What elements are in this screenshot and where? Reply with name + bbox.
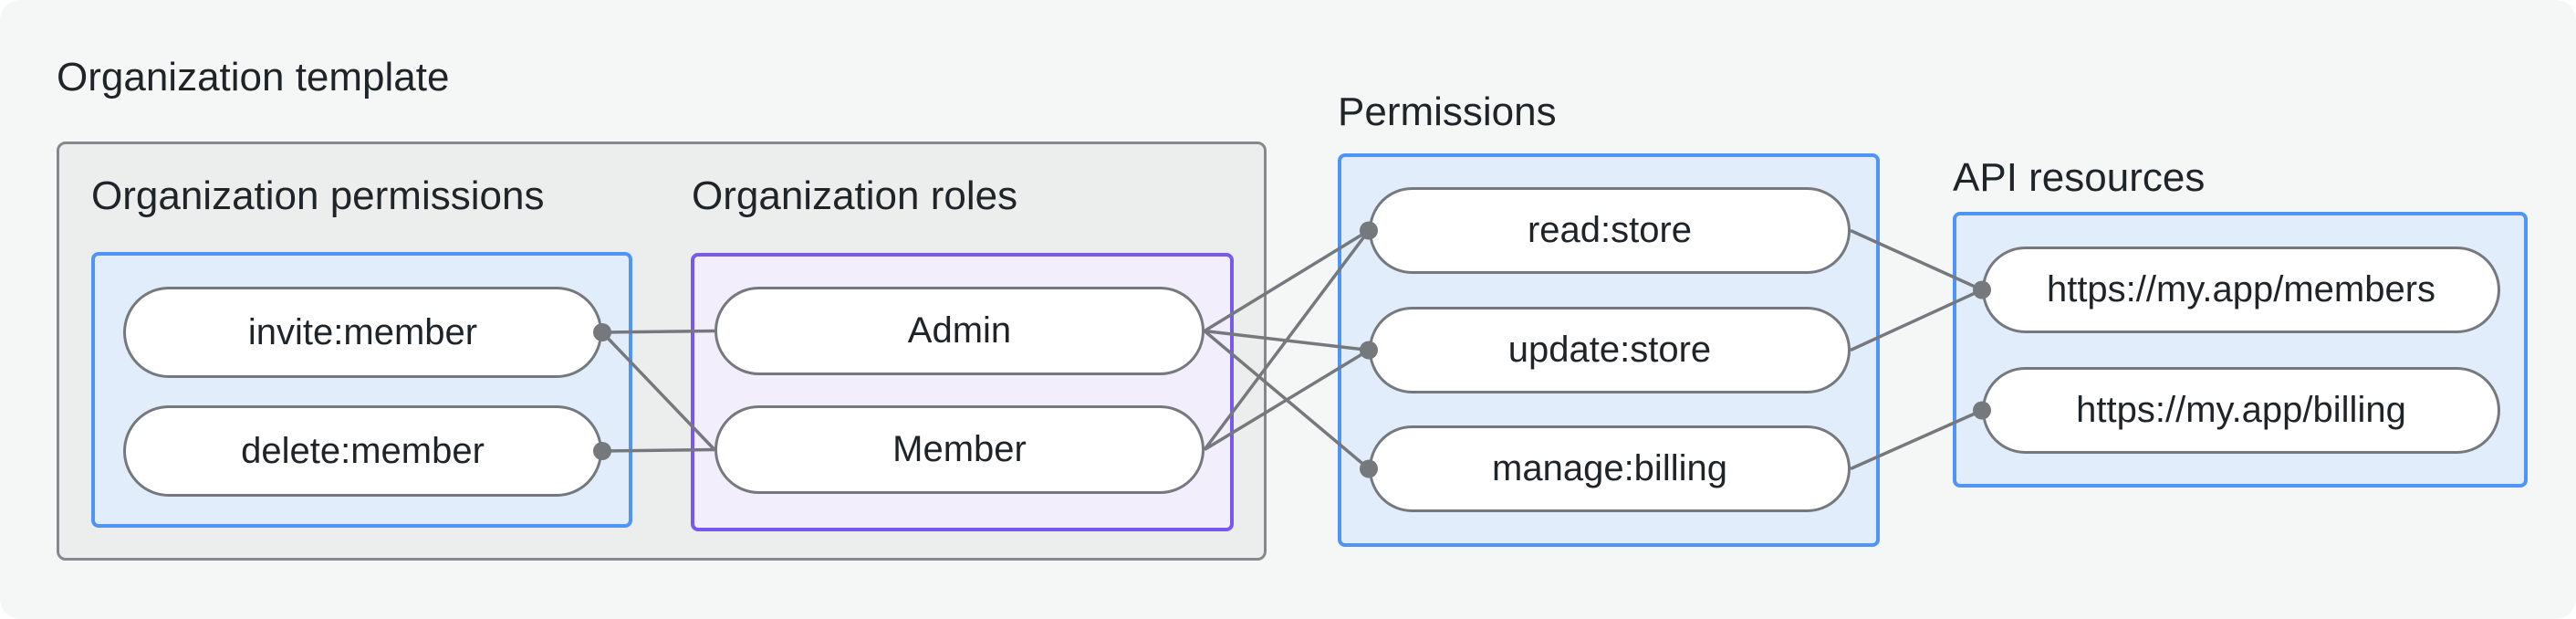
permissions-heading: Permissions [1338, 89, 1557, 134]
node-manage-billing: manage:billing [1369, 425, 1851, 512]
api-resources-heading: API resources [1953, 155, 2206, 200]
org-template-title: Organization template [57, 55, 450, 100]
node-delete-member: delete:member [123, 405, 602, 497]
node-invite-member: invite:member [123, 287, 602, 378]
node-member-role: Member [714, 405, 1205, 494]
node-admin-role: Admin [714, 287, 1205, 375]
node-read-store: read:store [1369, 187, 1851, 274]
org-permissions-heading: Organization permissions [91, 173, 545, 218]
node-update-store: update:store [1369, 307, 1851, 393]
node-billing-api-resource: https://my.app/billing [1982, 367, 2500, 454]
org-roles-heading: Organization roles [692, 173, 1018, 218]
node-members-api-resource: https://my.app/members [1982, 247, 2500, 333]
